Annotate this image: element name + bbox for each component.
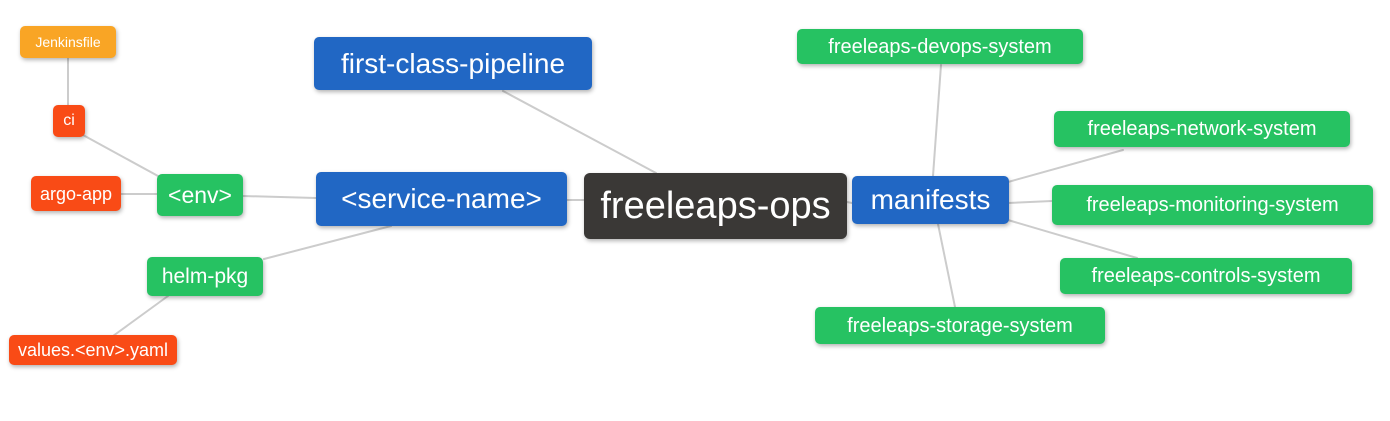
node-first-class-pipeline[interactable]: first-class-pipeline [314,37,592,90]
edge-manifests-controls [1007,219,1138,259]
node-jenkinsfile[interactable]: Jenkinsfile [20,26,116,58]
edge-ops-manifests [846,201,853,204]
edge-manifests-monitoring [1007,200,1053,204]
node-freeleaps-monitoring-system[interactable]: freeleaps-monitoring-system [1052,185,1373,225]
node-manifests[interactable]: manifests [852,176,1009,224]
node-argo-app[interactable]: argo-app [31,176,121,211]
node-values-env-yaml[interactable]: values.<env>.yaml [9,335,177,365]
node-service-name[interactable]: <service-name> [316,172,567,226]
node-ci[interactable]: ci [53,105,85,137]
node-helm-pkg[interactable]: helm-pkg [147,257,263,296]
edge-helm-pkg-values [112,295,169,337]
edge-ci-env [82,134,159,177]
edge-manifests-network [1007,149,1124,183]
node-freeleaps-devops-system[interactable]: freeleaps-devops-system [797,29,1083,64]
edge-manifests-devops [932,64,942,177]
edge-manifests-storage [937,223,956,308]
node-freeleaps-network-system[interactable]: freeleaps-network-system [1054,111,1350,147]
edge-service-name-helm-pkg [263,225,392,260]
node-env[interactable]: <env> [157,174,243,216]
edge-env-service-name [242,195,317,199]
edge-pipeline-ops [502,90,657,174]
node-freeleaps-ops-root[interactable]: freeleaps-ops [584,173,847,239]
node-freeleaps-controls-system[interactable]: freeleaps-controls-system [1060,258,1352,294]
node-freeleaps-storage-system[interactable]: freeleaps-storage-system [815,307,1105,344]
